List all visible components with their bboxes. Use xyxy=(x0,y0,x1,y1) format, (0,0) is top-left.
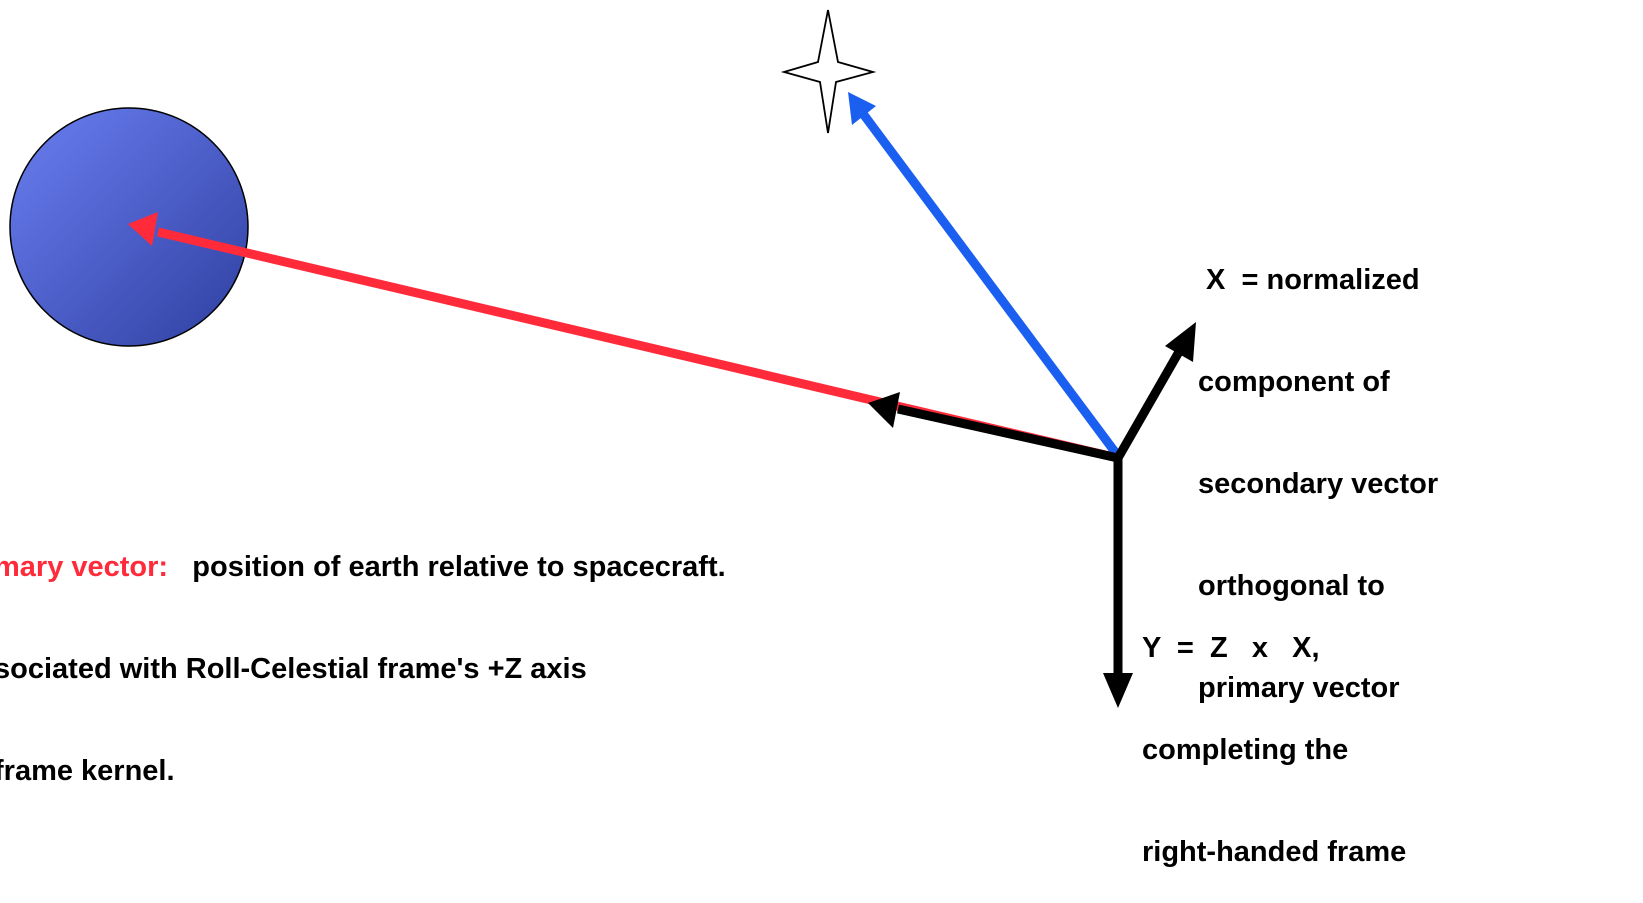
z-axis-arrow xyxy=(868,392,1119,463)
primary-label-line1-rest: position of earth relative to spacecraft… xyxy=(168,551,726,583)
x-label-line5: primary vector xyxy=(1198,672,1400,704)
y-label-line3: right-handed frame xyxy=(1142,836,1407,868)
secondary-vector-arrow xyxy=(848,92,1122,459)
primary-vector-term: mary vector: xyxy=(0,551,169,583)
frame-diagram xyxy=(9,9,1196,708)
y-label-line1: Y = Z x X, xyxy=(1142,632,1320,664)
star-icon xyxy=(780,9,877,134)
earth-icon xyxy=(9,107,249,347)
x-label-line1: X = normalized xyxy=(1198,264,1420,296)
x-label-line3: secondary vector xyxy=(1198,468,1439,500)
primary-label-line3: frame kernel. xyxy=(0,755,175,787)
x-label-line2: component of xyxy=(1198,366,1390,398)
y-label-line2: completing the xyxy=(1142,734,1349,766)
y-axis-description: Y = Z x X, completing the right-handed f… xyxy=(1142,563,1406,903)
y-axis-arrow xyxy=(1103,458,1133,708)
primary-label-line1: mary vector: position of earth relative … xyxy=(0,550,726,584)
primary-vector-description: mary vector: position of earth relative … xyxy=(0,482,726,822)
x-label-line4: orthogonal to xyxy=(1198,570,1385,602)
x-axis-arrow xyxy=(1114,322,1196,461)
primary-label-line2: sociated with Roll-Celestial frame's +Z … xyxy=(0,653,587,685)
x-axis-description: X = normalized component of secondary ve… xyxy=(1198,195,1438,739)
